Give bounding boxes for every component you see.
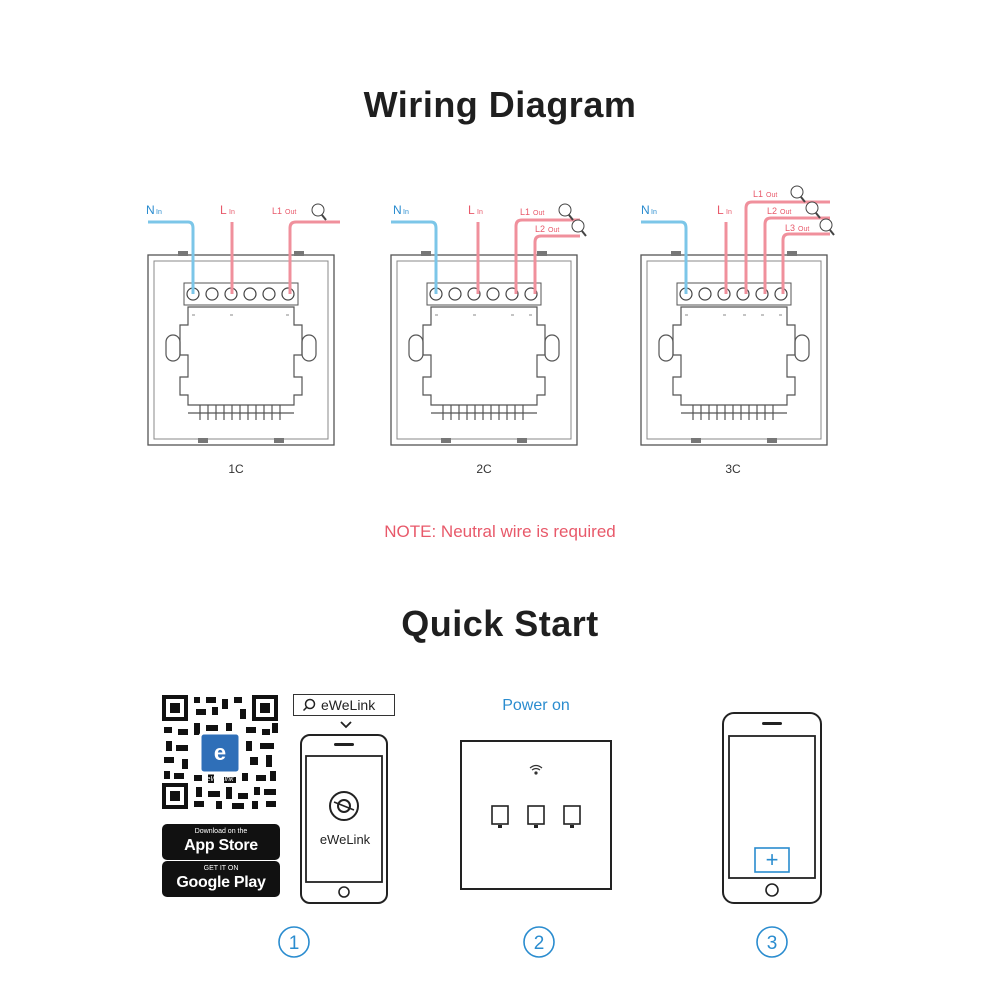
google-play-badge[interactable]: GET IT ON Google Play [162,861,280,897]
phone-add-device: + [722,712,822,904]
add-icon: + [766,847,779,872]
svg-text:L: L [220,203,227,217]
google-play-small-text: GET IT ON [203,865,239,872]
app-search-box[interactable]: eWeLink [293,694,395,716]
svg-text:L1: L1 [272,206,282,216]
bulb-icon [311,203,327,221]
svg-text:In: In [156,209,162,216]
bulb-icon [819,218,835,236]
svg-text:Out: Out [285,209,296,216]
svg-text:N: N [146,203,155,217]
panel-1c [147,251,335,446]
search-icon [302,698,316,712]
phone-app-screen [300,734,388,904]
bulb-icon [805,201,821,219]
smart-switch-panel [460,740,612,890]
svg-text:N: N [393,203,402,217]
app-store-badge[interactable]: Download on the App Store [162,824,280,860]
svg-text:eWeLink: eWeLink [206,776,234,783]
quick-start-title: Quick Start [401,603,599,644]
svg-text:Out: Out [780,209,791,216]
qr-code[interactable]: e eWeLink [160,693,280,811]
app-store-small-text: Download on the [194,828,248,835]
svg-text:L2: L2 [535,224,545,234]
svg-text:2: 2 [534,933,545,954]
svg-text:L: L [717,203,724,217]
bulb-icon [558,203,574,221]
app-name-label: eWeLink [319,832,371,847]
wifi-icon [529,764,543,775]
search-text: eWeLink [321,697,376,713]
panel-3c [640,251,828,446]
svg-text:Out: Out [766,192,777,199]
svg-text:Out: Out [798,226,809,233]
step-1-icon: 1 [278,926,310,958]
svg-text:Out: Out [533,210,544,217]
app-store-big-text: App Store [184,837,258,854]
svg-text:N: N [641,203,650,217]
svg-text:In: In [477,209,483,216]
chevron-down-icon [340,721,352,729]
panel-caption-2c: 2C [476,462,492,476]
step-2-icon: 2 [523,926,555,958]
bulb-icon [790,185,806,203]
svg-text:L2: L2 [767,206,777,216]
ewelink-logo-icon [329,791,359,821]
svg-text:L3: L3 [785,223,795,233]
bulb-icon [571,219,587,237]
svg-text:L1: L1 [753,189,763,199]
svg-text:Out: Out [548,227,559,234]
wiring-diagram-title: Wiring Diagram [363,84,637,125]
svg-text:L1: L1 [520,207,530,217]
svg-text:L: L [468,203,475,217]
svg-text:3: 3 [767,933,778,954]
power-on-label: Power on [502,697,570,714]
svg-text:In: In [651,209,657,216]
step-3-icon: 3 [756,926,788,958]
svg-text:1: 1 [289,933,300,954]
google-play-big-text: Google Play [176,874,266,891]
svg-text:In: In [726,209,732,216]
panel-caption-1c: 1C [228,462,244,476]
neutral-wire-note: NOTE: Neutral wire is required [384,522,616,541]
svg-text:In: In [229,209,235,216]
svg-text:In: In [403,209,409,216]
svg-text:e: e [214,740,226,765]
panel-2c [390,251,578,446]
panel-caption-3c: 3C [725,462,741,476]
